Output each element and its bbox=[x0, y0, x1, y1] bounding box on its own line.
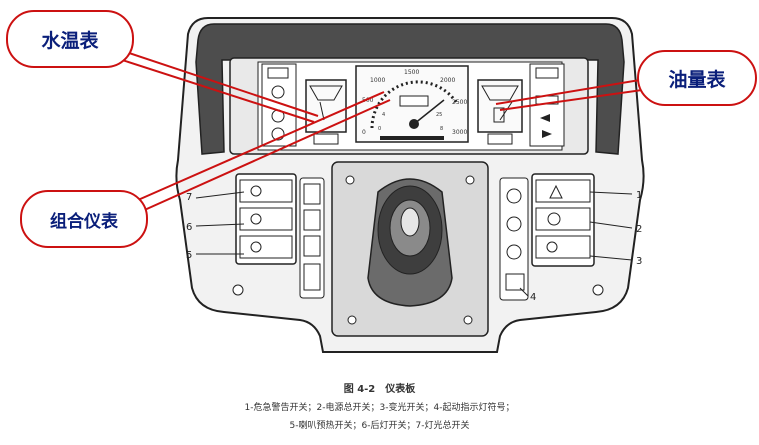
part-number-1: 1 bbox=[636, 190, 642, 201]
part-number-5: 5 bbox=[186, 250, 192, 261]
inner-0: 0 bbox=[378, 126, 381, 132]
water-temp-needle bbox=[319, 101, 325, 121]
oil-pressure-indicator bbox=[271, 85, 285, 99]
callout-fuel-leader-2 bbox=[499, 89, 643, 111]
callout-water-leader-2 bbox=[115, 57, 315, 123]
fuel-pump-icon bbox=[493, 107, 505, 123]
joystick-knob bbox=[400, 207, 420, 237]
tick-3000: 3000 bbox=[452, 129, 467, 136]
parking-indicator bbox=[271, 127, 285, 141]
callout-water-leader bbox=[119, 49, 319, 117]
base-screw-br bbox=[463, 315, 473, 325]
base-screw-bl bbox=[347, 315, 357, 325]
fog-light-switch bbox=[303, 183, 321, 205]
main-light-icon bbox=[250, 185, 262, 197]
headlight-indicator bbox=[506, 244, 522, 260]
start-indicator bbox=[505, 273, 525, 291]
dimmer-switch bbox=[535, 235, 591, 259]
leader-4 bbox=[519, 287, 529, 297]
tractor-switch bbox=[303, 263, 321, 291]
leader-6 bbox=[195, 223, 245, 227]
inner-8: 8 bbox=[440, 126, 443, 132]
base-screw-tr bbox=[465, 175, 475, 185]
hazard-triangle-icon bbox=[549, 184, 563, 199]
fuel-dial bbox=[481, 85, 519, 101]
switch-rear-light bbox=[239, 207, 293, 231]
housing-screw-right bbox=[592, 284, 604, 296]
fuel-button bbox=[487, 133, 513, 145]
leader-1 bbox=[589, 191, 633, 195]
water-temp-dial bbox=[309, 85, 343, 101]
horn-icon bbox=[250, 241, 262, 253]
water-temp-button bbox=[313, 133, 339, 145]
tachometer-arc bbox=[370, 80, 458, 129]
part-number-6: 6 bbox=[186, 222, 192, 233]
leader-3 bbox=[589, 255, 633, 261]
callout-combo-leader-2 bbox=[139, 99, 391, 213]
fuel-gauge bbox=[477, 79, 523, 133]
glow-plug-indicator bbox=[506, 188, 522, 204]
callout-fuel-label: 油量表 bbox=[668, 68, 726, 91]
tachometer-needle bbox=[413, 99, 445, 125]
left-indicator-column bbox=[299, 177, 325, 299]
battery-indicator bbox=[267, 67, 289, 79]
leader-2 bbox=[589, 221, 633, 229]
part-number-4: 4 bbox=[530, 292, 536, 303]
power-icon bbox=[547, 212, 561, 226]
dimmer-icon bbox=[546, 241, 558, 253]
figure-legend-line2: 5-喇叭预热开关；6-后灯开关；7-灯光总开关 bbox=[289, 421, 470, 431]
right-arrow-indicator bbox=[542, 130, 552, 138]
right-indicator-column bbox=[499, 177, 529, 301]
gauge-lever bbox=[380, 136, 444, 140]
callout-fuel-leader bbox=[495, 79, 641, 105]
switch-main-light bbox=[239, 179, 293, 203]
callout-fuel: 油量表 bbox=[637, 50, 757, 106]
leader-7 bbox=[195, 191, 245, 199]
housing-screw-left bbox=[232, 284, 244, 296]
callout-combo: 组合仪表 bbox=[20, 190, 148, 248]
callout-water-temp: 水温表 bbox=[6, 10, 134, 68]
callout-water-temp-label: 水温表 bbox=[41, 29, 99, 52]
base-screw-tl bbox=[345, 175, 355, 185]
hazard-switch bbox=[535, 179, 591, 203]
tick-1000: 1000 bbox=[370, 77, 385, 84]
tick-0: 0 bbox=[362, 129, 366, 136]
tick-2500: 2500 bbox=[452, 99, 467, 106]
high-beam-indicator bbox=[535, 67, 559, 79]
needle-hub bbox=[409, 119, 419, 129]
hazard-circle-switch bbox=[303, 235, 321, 257]
part-number-2: 2 bbox=[636, 224, 642, 235]
part-number-3: 3 bbox=[636, 256, 642, 267]
figure-title: 图 4-2 仪表板 bbox=[343, 384, 416, 395]
top-bezel bbox=[195, 23, 625, 155]
fuel-needle bbox=[499, 101, 513, 121]
switch-horn-preheat bbox=[239, 235, 293, 259]
part-number-7: 7 bbox=[186, 192, 192, 203]
tick-1500: 1500 bbox=[404, 69, 419, 76]
tick-2000: 2000 bbox=[440, 77, 455, 84]
callout-combo-label: 组合仪表 bbox=[50, 211, 118, 232]
circle-indicator bbox=[506, 216, 522, 232]
inner-4: 4 bbox=[382, 112, 385, 118]
rear-light-icon bbox=[250, 213, 262, 225]
callout-combo-leader bbox=[137, 91, 385, 201]
tick-500: 500 bbox=[362, 97, 374, 104]
odometer-window bbox=[399, 95, 429, 107]
inner-25: 25 bbox=[436, 112, 442, 118]
work-light-switch bbox=[303, 209, 321, 231]
power-switch bbox=[535, 207, 591, 231]
left-arrow-indicator bbox=[540, 114, 550, 122]
figure-legend-line1: 1-危急警告开关；2-电源总开关；3-变光开关；4-起动指示灯符号； bbox=[244, 403, 515, 413]
